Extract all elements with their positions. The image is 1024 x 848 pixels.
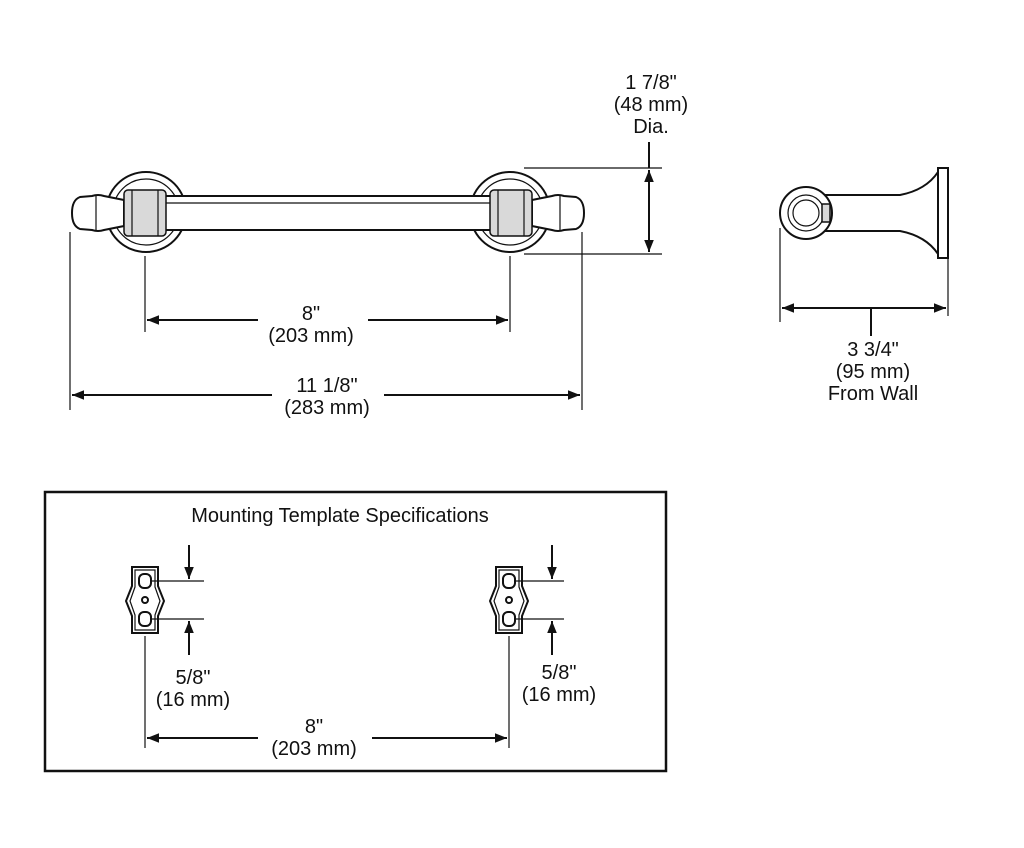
- left-mounting-bracket: [124, 566, 166, 634]
- template-spacing-dimension: 8" (203 mm): [144, 636, 510, 760]
- template-title: Mounting Template Specifications: [191, 505, 489, 527]
- template-spacing-label-2: (203 mm): [271, 738, 357, 760]
- right-end-cap: [531, 194, 586, 232]
- overall-length-dimension: 11 1/8" (283 mm): [72, 375, 580, 419]
- bar: [149, 195, 507, 231]
- right-slot-label-2: (16 mm): [522, 684, 596, 706]
- right-slot-dimension: 5/8" (16 mm): [516, 545, 596, 706]
- diameter-label-2: (48 mm): [614, 94, 688, 116]
- diameter-label-1: 1 7/8": [625, 72, 677, 94]
- overall-length-label-2: (283 mm): [284, 397, 370, 419]
- side-flange: [937, 167, 949, 259]
- template-border: [43, 490, 668, 773]
- projection-label-2: (95 mm): [836, 361, 910, 383]
- left-end-cap: [70, 194, 125, 232]
- left-post: [123, 189, 167, 237]
- template-spacing-label-1: 8": [305, 716, 323, 738]
- mounting-template-box: Mounting Template Specifications 5/8" (1…: [43, 490, 668, 773]
- right-post: [489, 189, 533, 237]
- side-set-screw: [821, 203, 831, 223]
- left-slot-dimension: 5/8" (16 mm): [152, 545, 230, 711]
- side-post: [817, 168, 939, 258]
- post-spacing-label-1: 8": [302, 303, 320, 325]
- right-slot-label-1: 5/8": [542, 662, 577, 684]
- front-extension-lines: [69, 167, 662, 410]
- front-view: [70, 171, 586, 253]
- side-bar-core: [792, 199, 820, 227]
- side-extension-lines: [779, 228, 949, 322]
- diameter-dimension: 1 7/8" (48 mm) Dia.: [614, 72, 688, 252]
- left-slot-label-2: (16 mm): [156, 689, 230, 711]
- side-view: [779, 167, 949, 259]
- right-mounting-bracket: [488, 566, 530, 634]
- projection-label-1: 3 3/4": [847, 339, 899, 361]
- projection-dimension: 3 3/4" (95 mm) From Wall: [782, 303, 946, 405]
- projection-label-3: From Wall: [828, 383, 918, 405]
- left-slot-label-1: 5/8": [176, 667, 211, 689]
- post-spacing-dimension: 8" (203 mm): [147, 303, 508, 347]
- overall-length-label-1: 11 1/8": [296, 375, 357, 397]
- post-spacing-label-2: (203 mm): [268, 325, 354, 347]
- diameter-label-3: Dia.: [633, 116, 669, 138]
